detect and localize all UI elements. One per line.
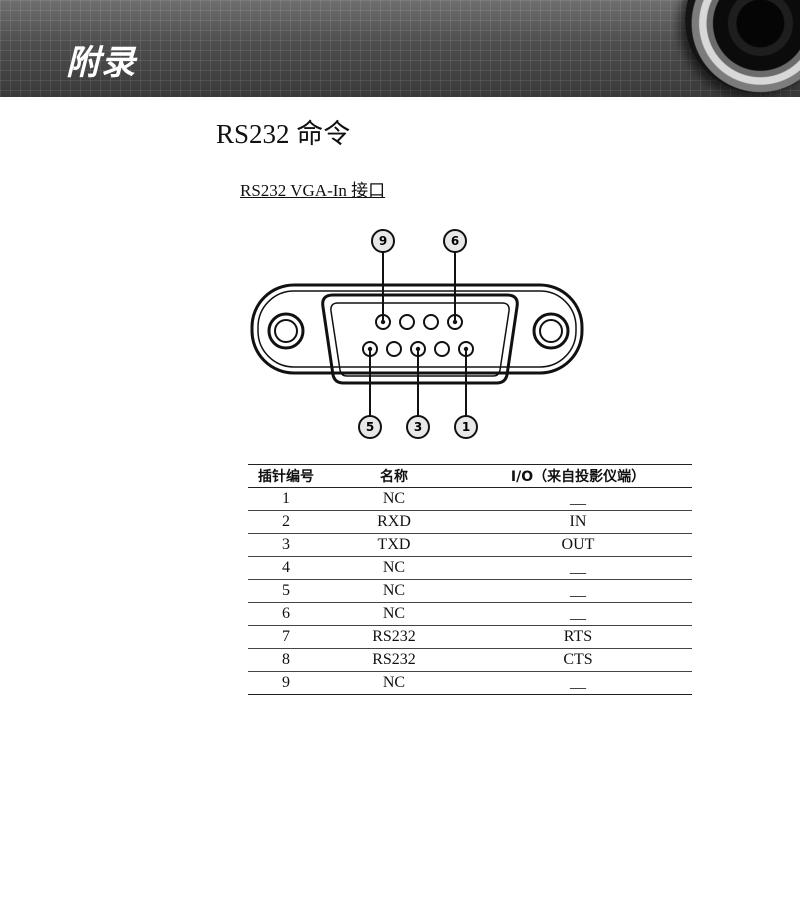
table-row: 8 RS232 CTS [248,648,692,672]
table-row: 2 RXD IN [248,510,692,534]
connector-svg: 9 6 5 3 1 [250,229,584,439]
table-header-row: 插针编号 名称 I/O（来自投影仪端） [248,464,692,488]
right-screw-hole [532,312,570,350]
pin-number-cell: 1 [248,487,324,511]
name-cell: NC [324,671,464,695]
name-cell: NC [324,487,464,511]
io-cell: __ [464,602,692,626]
callout-1-label: 1 [462,420,470,434]
callout-9-label: 9 [379,234,387,248]
pin-3 [423,314,439,330]
pin-assignment-table: 插针编号 名称 I/O（来自投影仪端） 1 NC __ 2 RXD IN 3 T… [248,464,692,695]
leader-lines [369,252,467,416]
left-screw-hole [267,312,305,350]
io-cell: IN [464,510,692,534]
table-row: 7 RS232 RTS [248,625,692,649]
name-cell: NC [324,602,464,626]
header-io: I/O（来自投影仪端） [464,464,692,488]
callout-9: 9 [371,229,395,253]
d-shell-outer [321,293,519,385]
io-cell: OUT [464,533,692,557]
pin-number-cell: 9 [248,671,324,695]
io-cell: __ [464,556,692,580]
io-cell: __ [464,487,692,511]
name-cell: NC [324,579,464,603]
table-row: 3 TXD OUT [248,533,692,557]
subsection-title: RS232 VGA-In 接口 [240,181,386,200]
callout-6-label: 6 [451,234,459,248]
header-title: 附录 [66,43,136,83]
pin-number-cell: 8 [248,648,324,672]
callout-1: 1 [454,415,478,439]
table-row: 1 NC __ [248,487,692,511]
db9-connector-diagram: 9 6 5 3 1 [245,225,595,445]
pin-number-cell: 5 [248,579,324,603]
callout-5-label: 5 [366,420,374,434]
pin-number-cell: 4 [248,556,324,580]
pin-4 [399,314,415,330]
callout-3-label: 3 [414,420,422,434]
pin-b2 [386,341,402,357]
io-cell: __ [464,671,692,695]
callout-6: 6 [443,229,467,253]
io-cell: CTS [464,648,692,672]
name-cell: RS232 [324,625,464,649]
name-cell: NC [324,556,464,580]
pin-number-cell: 3 [248,533,324,557]
header-name: 名称 [324,464,464,488]
name-cell: RS232 [324,648,464,672]
pin-number-cell: 6 [248,602,324,626]
io-cell: __ [464,579,692,603]
table-row: 9 NC __ [248,671,692,695]
top-pin-row [375,314,463,330]
d-shell-inner [330,302,510,377]
name-cell: TXD [324,533,464,557]
io-cell: RTS [464,625,692,649]
table-row: 6 NC __ [248,602,692,626]
name-cell: RXD [324,510,464,534]
callout-3: 3 [406,415,430,439]
header-banner: 附录 [0,0,800,97]
callout-5: 5 [358,415,382,439]
pin-number-cell: 2 [248,510,324,534]
pin-number-cell: 7 [248,625,324,649]
table-row: 4 NC __ [248,556,692,580]
header-pin-number: 插针编号 [248,464,324,488]
table-row: 5 NC __ [248,579,692,603]
pin-dots [367,319,469,352]
banner-grid-pattern [0,0,800,97]
section-title: RS232 命令 [216,119,351,149]
pin-b4 [434,341,450,357]
